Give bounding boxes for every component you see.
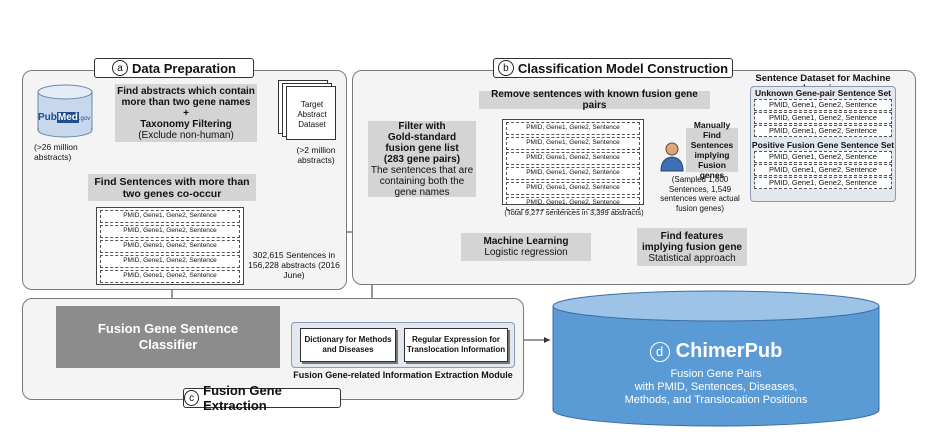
regex-box: Regular Expression for Translocation Inf… [404, 328, 508, 362]
unknown-row: PMID, Gene1, Gene2, Sentence [754, 99, 892, 111]
sentence-row: PMID, Gene1, Gene2, Sentence [100, 225, 240, 238]
target-dataset-label: Target Abstract Dataset [297, 100, 327, 129]
find-features-line3: Statistical approach [648, 252, 736, 264]
chimerpub-cylinder [552, 290, 880, 428]
find-abstracts-box: Find abstracts which contain more than t… [115, 84, 257, 142]
panel-c-title-text: Fusion Gene Extraction [203, 383, 282, 413]
remove-known-box: Remove sentences with known fusion gene … [479, 89, 710, 111]
sentence-row: PMID, Gene1, Gene2, Sentence [100, 270, 240, 283]
sentence-count-a: 302,615 Sentences in 156,228 abstracts (… [248, 250, 340, 280]
positive-row: PMID, Gene1, Gene2, Sentence [754, 151, 892, 163]
panel-b-title-text: Classification Model Construction [517, 60, 729, 76]
chimerpub-desc: Fusion Gene Pairs with PMID, Sentences, … [552, 368, 880, 407]
pubmed-logo-gov: .gov [78, 116, 91, 122]
filter-line5: The sentences that are containing both t… [370, 164, 474, 198]
filter-line3: fusion gene list [385, 142, 459, 154]
sentence-list-b: PMID, Gene1, Gene2, Sentence PMID, Gene1… [502, 119, 644, 210]
sentence-dataset: Unknown Gene-pair Sentence Set PMID, Gen… [750, 86, 896, 202]
unknown-row: PMID, Gene1, Gene2, Sentence [754, 125, 892, 137]
find-features-box: Find features implying fusion gene Stati… [637, 228, 747, 266]
chimerpub-title: d ChimerPub [552, 340, 880, 363]
find-abstracts-line2: more than two gene names [121, 96, 251, 108]
find-sentences-box: Find Sentences with more than two genes … [88, 174, 256, 201]
sentence-row: PMID, Gene1, Gene2, Sentence [506, 122, 640, 135]
sentence-list-a: PMID, Gene1, Gene2, Sentence PMID, Gene1… [96, 207, 244, 285]
ml-line1: Machine Learning [483, 236, 569, 247]
pubmed-logo-pub: Pub [38, 112, 57, 123]
sentence-row: PMID, Gene1, Gene2, Sentence [506, 152, 640, 165]
chimerpub-title-text: ChimerPub [675, 340, 783, 362]
panel-d-letter: d [649, 341, 670, 362]
sentence-row: PMID, Gene1, Gene2, Sentence [506, 182, 640, 195]
sentence-row: PMID, Gene1, Gene2, Sentence [506, 167, 640, 180]
person-icon [659, 140, 685, 172]
pubmed-count: (>26 million abstracts) [34, 142, 78, 162]
sampled-text: (Sampled 1,800 Sentences, 1,549 sentence… [660, 175, 740, 213]
panel-b-title: b Classification Model Construction [493, 58, 733, 78]
find-abstracts-line1: Find abstracts which contain [117, 85, 255, 97]
classifier-box: Fusion Gene Sentence Classifier [56, 306, 280, 368]
chimerpub-line1: Fusion Gene Pairs [670, 368, 762, 380]
module-title: Fusion Gene-related Information Extracti… [293, 370, 513, 380]
panel-c-title: c Fusion Gene Extraction [183, 383, 341, 413]
find-features-line1: Find features [660, 230, 724, 242]
panel-c-letter: c [184, 390, 200, 406]
find-abstracts-line4: (Exclude non-human) [138, 129, 234, 141]
chimerpub-line3: Methods, and Translocation Positions [624, 394, 808, 406]
pubmed-logo-med: Med [56, 112, 79, 123]
filter-line4: (283 gene pairs) [383, 153, 461, 165]
filter-line2: Gold-standard [387, 131, 457, 143]
sentence-row: PMID, Gene1, Gene2, Sentence [100, 255, 240, 268]
target-dataset-docs: Target Abstract Dataset [278, 80, 340, 144]
sentence-row: PMID, Gene1, Gene2, Sentence [506, 137, 640, 150]
dictionary-box: Dictionary for Methods and Diseases [300, 328, 396, 362]
panel-a-title: a Data Preparation [94, 58, 254, 78]
pubmed-cylinder-icon [36, 84, 94, 138]
pubmed-logo: PubMed.gov [38, 112, 94, 123]
positive-set-title: Positive Fusion Gene Sentence Set [751, 140, 895, 150]
positive-row: PMID, Gene1, Gene2, Sentence [754, 164, 892, 176]
sentence-row: PMID, Gene1, Gene2, Sentence [506, 197, 640, 210]
filter-box: Filter with Gold-standard fusion gene li… [368, 120, 476, 198]
mid-total: (Total 9,277 sentences in 3,399 abstract… [504, 208, 644, 217]
panel-a-title-text: Data Preparation [131, 60, 237, 76]
ml-line2: Logistic regression [484, 247, 568, 258]
panel-b-letter: b [497, 60, 514, 76]
sentence-row: PMID, Gene1, Gene2, Sentence [100, 240, 240, 253]
unknown-row: PMID, Gene1, Gene2, Sentence [754, 112, 892, 124]
filter-line1: Filter with [398, 120, 446, 132]
positive-row: PMID, Gene1, Gene2, Sentence [754, 177, 892, 189]
sentence-row: PMID, Gene1, Gene2, Sentence [100, 210, 240, 223]
find-features-line2: implying fusion gene [641, 241, 742, 253]
panel-a-letter: a [111, 60, 128, 76]
target-dataset-count: (>2 million abstracts) [296, 145, 336, 165]
manual-box: Manually Find Sentences implying Fusion … [686, 120, 738, 180]
chimerpub-line2: with PMID, Sentences, Diseases, [634, 381, 798, 393]
find-abstracts-plus: + [183, 107, 189, 119]
machine-learning-box: Machine Learning Logistic regression [461, 233, 591, 261]
find-abstracts-line3: Taxonomy Filtering [140, 118, 232, 130]
unknown-set-title: Unknown Gene-pair Sentence Set [754, 88, 892, 98]
